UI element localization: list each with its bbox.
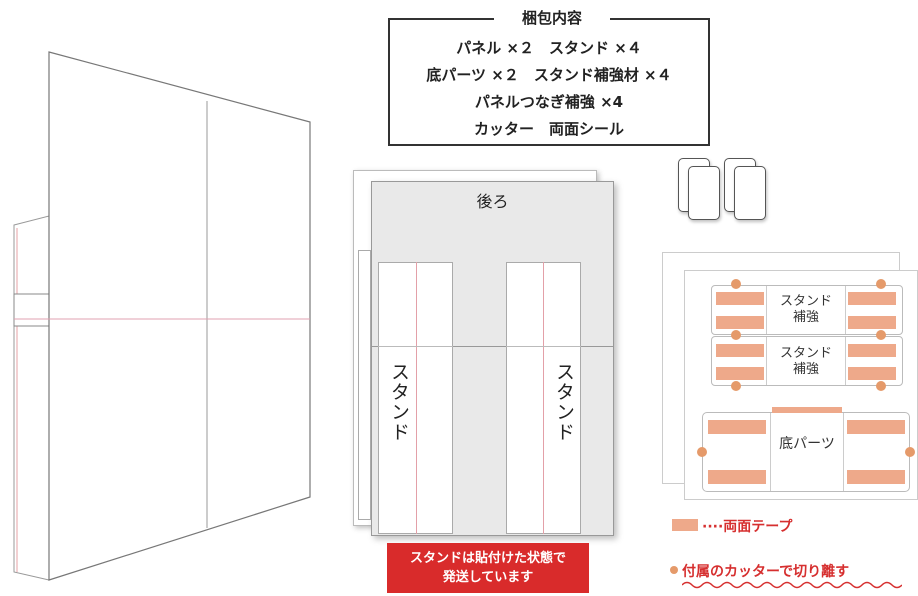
back-panel-left-strip [358,250,371,520]
cut-point-dot [876,279,886,289]
cut-point-dot [876,330,886,340]
tape-strip [716,316,764,329]
base-part-divider [843,413,844,491]
tape-strip [708,470,766,484]
cut-point-dot [905,447,915,457]
tape-strip [848,292,896,305]
tape-strip [772,407,842,413]
stand-left-divider [378,346,453,347]
tape-strip [847,470,905,484]
tape-strip [716,344,764,357]
cutter-card-front-left [688,166,720,220]
stand-reinforce-label-1: スタンド補強 [779,294,832,325]
shipping-note-line1: スタンドは貼付けた状態で [409,551,566,566]
reinforce-divider [766,286,767,334]
cut-point-dot [731,330,741,340]
base-part-divider [770,413,771,491]
cut-point-dot [876,381,886,391]
back-panel-center-line [371,346,614,347]
tape-strip [848,367,896,380]
contents-line-1: パネル ×２ スタンド ×４ [456,39,642,57]
stand-left-label: スタンド [388,362,410,442]
legend-cut-wavy-underline [682,581,902,589]
tape-strip [716,292,764,305]
shipping-note-banner: スタンドは貼付けた状態で 発送しています [387,543,589,593]
stand-right-center-line [543,262,544,534]
reinforce-divider [845,337,846,385]
stand-right-label: スタンド [553,362,575,442]
legend-tape-label: ····両面テープ [702,519,793,535]
cutter-card-front-right [734,166,766,220]
tape-strip [847,420,905,434]
legend-cut-label: 付属のカッターで切り離す [682,564,850,580]
tape-strip [708,420,766,434]
reinforce-divider [845,286,846,334]
package-contents-title: 梱包内容 [494,8,610,28]
tape-strip [848,344,896,357]
cut-point-dot [697,447,707,457]
panel-perspective-illustration [13,51,311,581]
shipping-note-line2: 発送しています [442,570,534,585]
stand-right-divider [506,346,581,347]
tape-strip [716,367,764,380]
cut-point-dot [731,279,741,289]
tape-strip [848,316,896,329]
stand-left [378,262,453,534]
contents-line-3: パネルつなぎ補強 ×4 [474,93,624,111]
legend-cut-dot [670,566,678,574]
contents-line-4: カッター 両面シール [473,120,624,138]
legend-tape-swatch [672,519,698,531]
back-panel-title: 後ろ [476,192,509,211]
stand-reinforce-label-2: スタンド補強 [779,346,832,377]
contents-line-2: 底パーツ ×２ スタンド補強材 ×４ [426,66,672,84]
stand-left-center-line [416,262,417,534]
package-contents-box [388,18,710,146]
base-part-label: 底パーツ [779,436,835,452]
cut-point-dot [731,381,741,391]
reinforce-divider [766,337,767,385]
